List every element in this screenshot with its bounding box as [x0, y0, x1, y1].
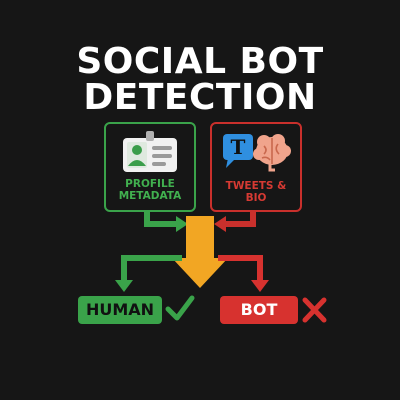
human-label: HUMAN — [85, 300, 155, 319]
svg-text:T: T — [231, 135, 246, 159]
tweets-connector-arrowhead — [214, 216, 226, 232]
profile-metadata-card: PROFILE METADATA — [104, 122, 196, 212]
profile-connector-arrowhead — [176, 216, 188, 232]
bot-label: BOT — [240, 300, 278, 319]
tweets-bio-card: T TWEETS & BIO — [210, 122, 302, 212]
bot-branch-arrow — [218, 255, 263, 282]
bot-output-box: BOT — [220, 296, 298, 324]
tweets-bio-label: TWEETS & BIO — [225, 180, 287, 204]
brain-icon — [253, 134, 291, 172]
speech-bubble-icon: T — [223, 134, 253, 168]
title-line-2: DETECTION — [83, 77, 317, 118]
profile-connector-arrow — [144, 210, 178, 227]
bot-branch-arrowhead — [251, 280, 269, 292]
profile-metadata-label: PROFILE METADATA — [118, 178, 182, 202]
human-branch-arrow — [121, 255, 182, 282]
merge-arrow — [172, 216, 228, 288]
human-branch-arrowhead — [115, 280, 133, 292]
tweets-connector-arrow — [224, 210, 256, 227]
human-output-box: HUMAN — [78, 296, 162, 324]
title-line-1: SOCIAL BOT — [76, 41, 324, 82]
id-badge-icon — [123, 131, 177, 172]
